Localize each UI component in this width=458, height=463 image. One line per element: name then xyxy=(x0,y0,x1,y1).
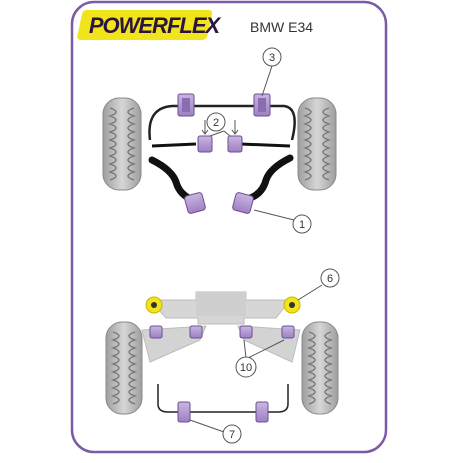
front-arb-bush-right xyxy=(253,93,271,117)
callout-10-label: 10 xyxy=(240,362,252,374)
front-right-tyre xyxy=(297,97,337,191)
front-left-tyre xyxy=(102,97,142,191)
rear-left-tyre xyxy=(105,321,143,415)
rear-right-tyre xyxy=(301,321,339,415)
callout-3-label: 3 xyxy=(269,52,275,64)
front-anti-roll-bar xyxy=(148,104,296,141)
rear-arm-bush-4 xyxy=(281,325,295,339)
callout-6-label: 6 xyxy=(327,273,333,285)
subframe-bush-right xyxy=(283,296,301,314)
brand-logo-text: POWERFLEX xyxy=(89,13,222,38)
callout-1: 1 xyxy=(253,209,312,234)
callout-2-label: 2 xyxy=(213,117,219,129)
drop-link-bush-left xyxy=(197,120,213,153)
callout-10: 10 xyxy=(235,339,285,378)
callout-7-label: 7 xyxy=(229,429,235,441)
callout-7: 7 xyxy=(189,419,242,444)
rear-arm-bush-3 xyxy=(239,325,253,339)
brand-logo: POWERFLEX xyxy=(77,10,222,40)
rear-anti-roll-bar xyxy=(157,384,289,413)
rear-arb-bush-left xyxy=(177,401,191,423)
drop-link-bush-right xyxy=(227,120,243,153)
rear-arm-bush-1 xyxy=(149,325,163,339)
front-arb-bush-left xyxy=(177,93,195,117)
rear-arm-bush-2 xyxy=(189,325,203,339)
rear-arb-bush-right xyxy=(255,401,269,423)
control-arm-bush-right xyxy=(232,192,254,214)
subframe-bush-left xyxy=(145,296,163,314)
callout-6: 6 xyxy=(297,268,340,301)
control-arm-bush-left xyxy=(184,192,206,214)
callout-2: 2 xyxy=(206,112,231,137)
model-label: BMW E34 xyxy=(250,19,313,35)
callout-3: 3 xyxy=(261,47,282,97)
callout-1-label: 1 xyxy=(299,219,305,231)
rear-subframe xyxy=(148,291,292,325)
